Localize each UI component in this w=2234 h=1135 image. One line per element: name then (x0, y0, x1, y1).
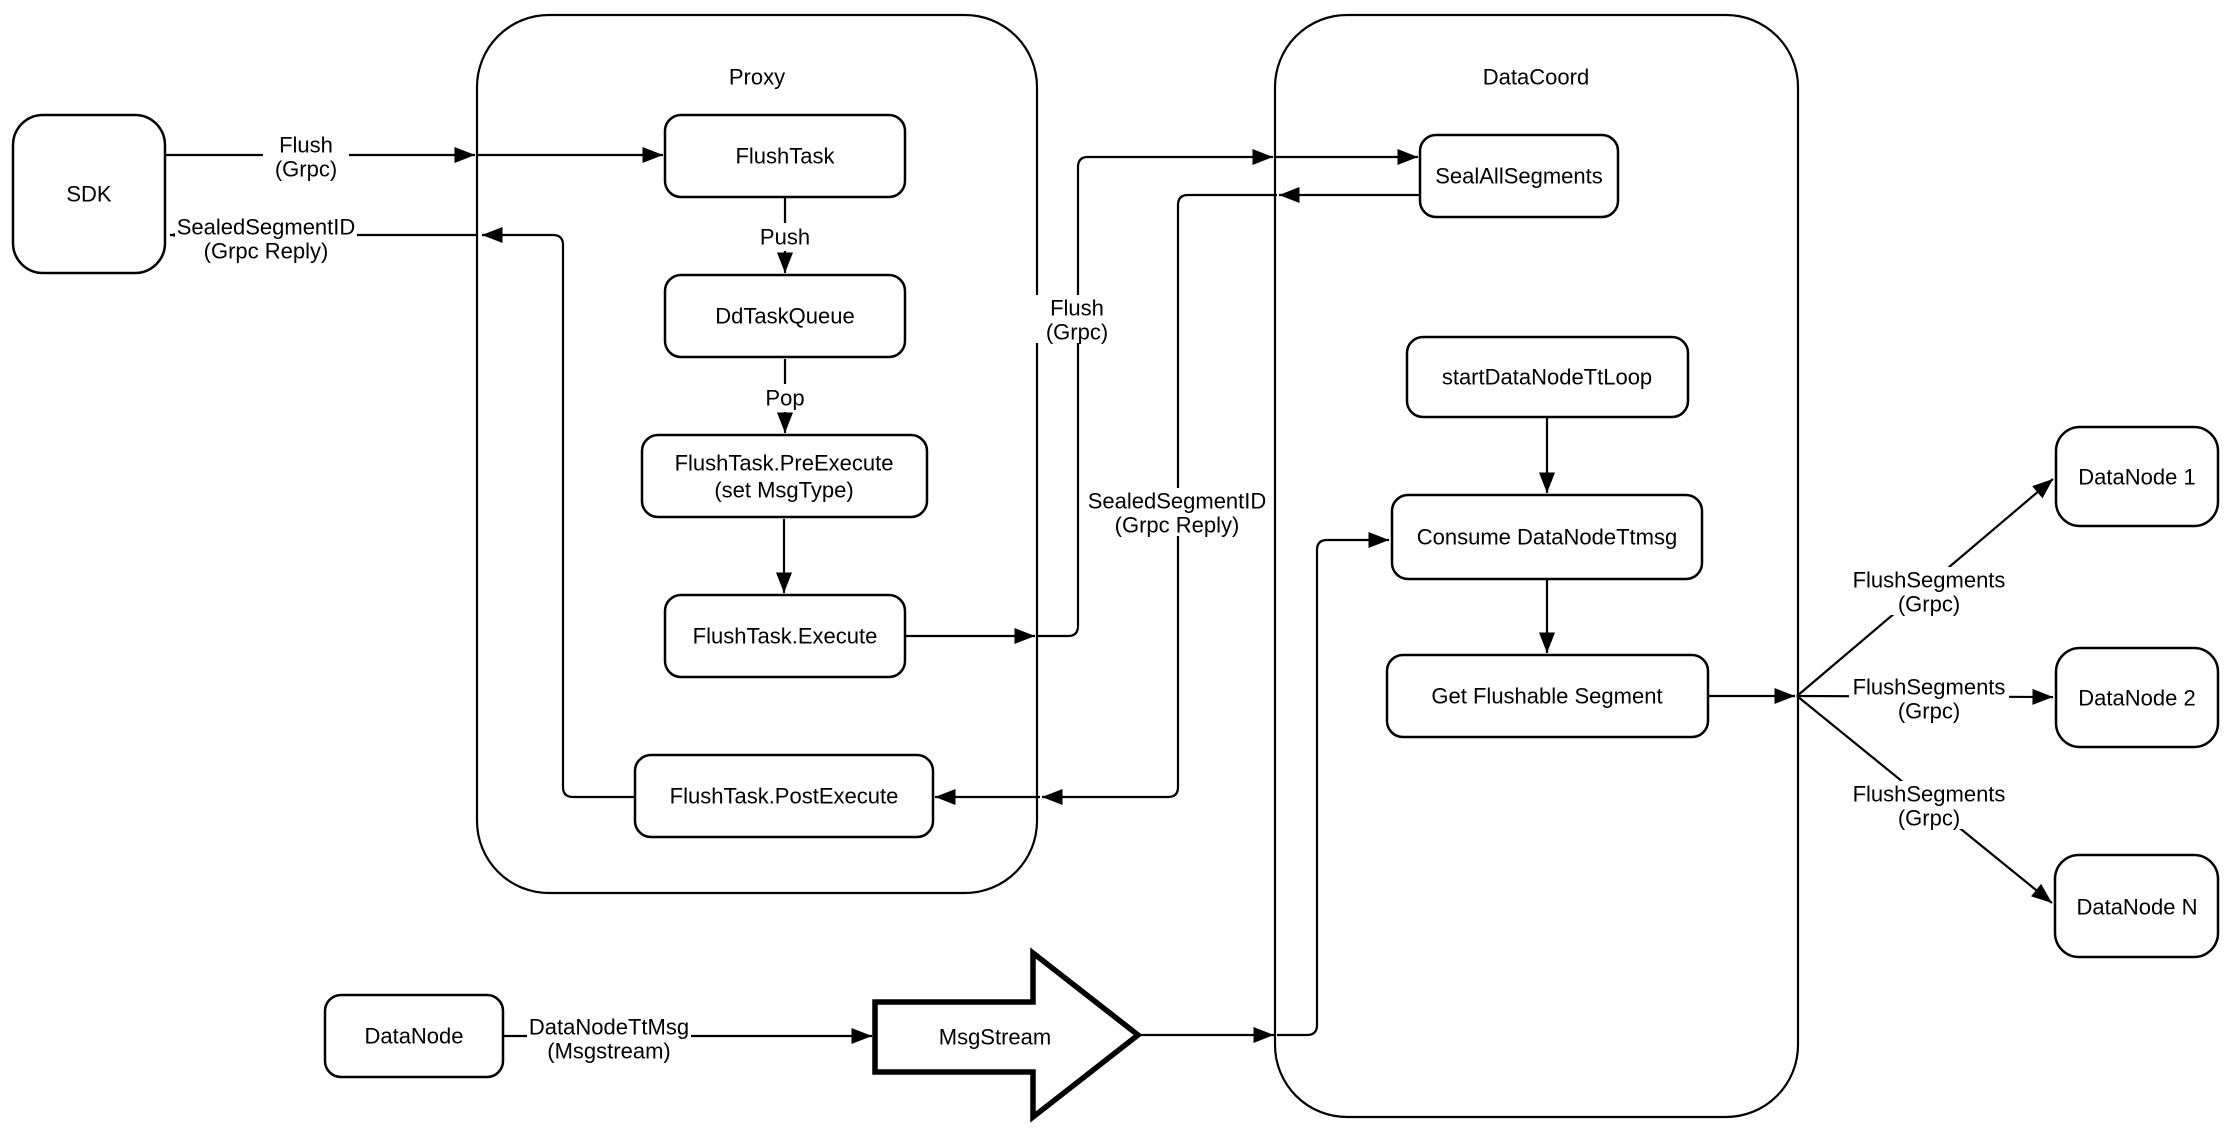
edge-label-bg (1086, 488, 1268, 536)
edge-label-flushsegments-3: FlushSegments (Grpc) (1849, 781, 2009, 831)
edge-label-flush-sdk: Flush (Grpc) (263, 132, 349, 182)
svg-text:(Grpc): (Grpc) (1898, 806, 1960, 831)
svg-text:(Grpc): (Grpc) (1898, 699, 1960, 724)
edge-label-bg (1849, 781, 2009, 829)
svg-text:Flush: Flush (279, 133, 333, 158)
datacoord-container (1273, 13, 1800, 1119)
datanode1-node (2054, 425, 2220, 528)
preexecute-node-label-line1: FlushTask.PreExecute (675, 451, 894, 476)
sdk-node-label: SDK (66, 182, 112, 207)
svg-text:(Grpc Reply): (Grpc Reply) (1115, 513, 1240, 538)
proxy-container-title: Proxy (729, 65, 785, 90)
svg-text:(Grpc): (Grpc) (1898, 592, 1960, 617)
datanode-source-node-label: DataNode (364, 1024, 463, 1049)
datanode1-node-label: DataNode 1 (2078, 465, 2195, 490)
startdatanodettloop-node-label: startDataNodeTtLoop (1442, 365, 1652, 390)
edge-label-bg (1849, 567, 2009, 615)
edge-flush-grpc-to-datacoord (1037, 149, 1273, 638)
svg-text:SealedSegmentID: SealedSegmentID (177, 215, 356, 240)
preexecute-node-label-line2: (set MsgType) (714, 478, 853, 503)
sealallsegments-node (1418, 133, 1620, 219)
edge-label-bg (756, 223, 814, 251)
msgstream-shape-label: MsgStream (939, 1025, 1051, 1050)
edge-label-sealed-mid: SealedSegmentID (Grpc Reply) (1086, 488, 1268, 538)
sealallsegments-node-label: SealAllSegments (1435, 164, 1603, 189)
svg-text:SealedSegmentID: SealedSegmentID (1088, 489, 1267, 514)
postexecute-node-label: FlushTask.PostExecute (670, 784, 899, 809)
edge-label-bg (527, 1014, 691, 1062)
edge-msgstream-to-consume (1277, 532, 1389, 1037)
startdatanodettloop-node (1405, 335, 1690, 419)
sdk-node (11, 113, 167, 275)
flushtask-node (663, 113, 907, 199)
svg-text:Push: Push (760, 225, 810, 250)
edge-label-bg (1849, 674, 2009, 722)
svg-text:FlushSegments: FlushSegments (1853, 782, 2006, 807)
edge-label-bg (263, 132, 349, 180)
datanode2-node (2054, 646, 2220, 749)
execute-node-label: FlushTask.Execute (693, 624, 878, 649)
edge-label-pop: Pop (761, 384, 809, 412)
msgstream-shape (872, 947, 1143, 1123)
edge-label-push: Push (756, 223, 814, 251)
proxy-container (475, 13, 1039, 895)
edge-label-bg (175, 214, 357, 262)
datanoden-node (2053, 853, 2220, 959)
ddtaskqueue-node-label: DdTaskQueue (715, 304, 854, 329)
getflushablesegment-node-label: Get Flushable Segment (1431, 684, 1662, 709)
svg-text:Flush: Flush (1050, 296, 1104, 321)
svg-text:FlushSegments: FlushSegments (1853, 675, 2006, 700)
getflushablesegment-node (1385, 653, 1710, 739)
svg-text:(Grpc): (Grpc) (275, 157, 337, 182)
svg-text:FlushSegments: FlushSegments (1853, 568, 2006, 593)
consumedatanodettmsg-node-label: Consume DataNodeTtmsg (1417, 525, 1677, 550)
edge-label-flushsegments-1: FlushSegments (Grpc) (1849, 567, 2009, 617)
datanode2-node-label: DataNode 2 (2078, 686, 2195, 711)
datanoden-node-label: DataNode N (2076, 895, 2197, 920)
flushtask-node-label: FlushTask (735, 144, 835, 169)
edge-postexecute-to-proxy-border (482, 227, 635, 799)
svg-text:(Grpc): (Grpc) (1046, 320, 1108, 345)
svg-text:(Grpc Reply): (Grpc Reply) (204, 239, 329, 264)
edge-label-bg (761, 384, 809, 412)
edge-label-sealed-sdk: SealedSegmentID (Grpc Reply) (175, 214, 357, 264)
svg-text:DataNodeTtMsg: DataNodeTtMsg (529, 1015, 689, 1040)
ddtaskqueue-node (663, 273, 907, 359)
edge-label-flushsegments-2: FlushSegments (Grpc) (1849, 674, 2009, 724)
edge-label-flush-grpc-mid: Flush (Grpc) (1034, 295, 1120, 345)
edge-label-bg (1034, 295, 1120, 343)
svg-text:Pop: Pop (765, 386, 804, 411)
execute-node (663, 593, 907, 679)
svg-text:(Msgstream): (Msgstream) (547, 1039, 670, 1064)
edge-label-datanodettmsg: DataNodeTtMsg (Msgstream) (527, 1014, 691, 1064)
datanode-source-node (323, 993, 505, 1079)
datacoord-container-title: DataCoord (1483, 65, 1589, 90)
consumedatanodettmsg-node (1390, 493, 1704, 581)
postexecute-node (633, 753, 935, 839)
preexecute-node (640, 433, 929, 519)
